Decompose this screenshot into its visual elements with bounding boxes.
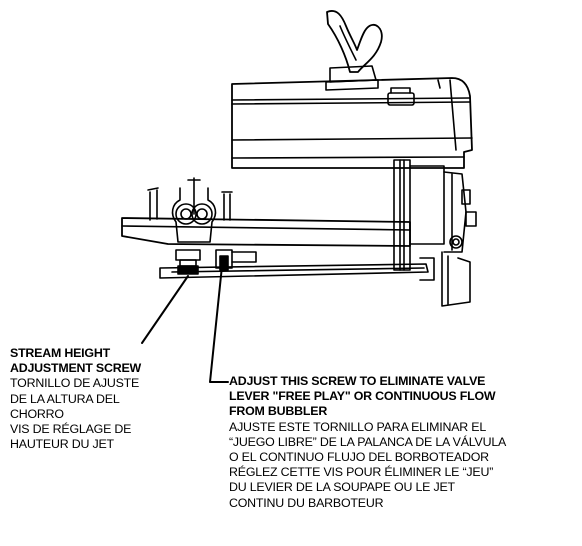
bubbler-nozzle: [171, 177, 217, 243]
free-play-body-line: CONTINU DU BARBOTEUR: [229, 495, 384, 510]
free-play-title-line: FROM BUBBLER: [229, 404, 328, 419]
stream-height-body-line: VIS DE RÉGLAGE DE: [10, 422, 132, 437]
free-play-body-line: “JUEGO LIBRE” DE LA PALANCA DE LA VÁLVUL…: [229, 434, 507, 449]
stream-height-callout: STREAM HEIGHT ADJUSTMENT SCREW TORNILLO …: [10, 346, 141, 452]
free-play-body-line: RÉGLEZ CETTE VIS POUR ÉLIMINER LE “JEU”: [229, 465, 494, 480]
stream-height-body-line: DE LA ALTURA DEL: [10, 391, 120, 406]
free-play-title-line: ADJUST THIS SCREW TO ELIMINATE VALVE: [229, 374, 486, 388]
fountain-housing: [231, 77, 473, 169]
stream-height-title-line: ADJUSTMENT SCREW: [10, 361, 142, 376]
stream-height-body-line: TORNILLO DE AJUSTE: [10, 376, 140, 391]
free-play-body-line: AJUSTE ESTE TORNILLO PARA ELIMINAR EL: [229, 419, 487, 434]
stream-height-body-line: HAUTEUR DU JET: [10, 437, 114, 452]
free-play-title-line: LEVER "FREE PLAY" OR CONTINUOUS FLOW: [229, 389, 496, 404]
bubbler-lever: [326, 10, 383, 73]
valve-body: [393, 159, 477, 307]
support-plate: [121, 187, 411, 247]
free-play-body-line: O EL CONTINUO FLUJO DEL BORBOTEADOR: [229, 450, 489, 465]
stream-height-body-line: CHORRO: [10, 406, 64, 421]
free-play-callout: ADJUST THIS SCREW TO ELIMINATE VALVE LEV…: [229, 374, 506, 511]
adjustment-screws: [175, 249, 257, 275]
valve-rod: [159, 257, 435, 281]
stream-height-title-line: STREAM HEIGHT: [10, 346, 110, 360]
free-play-body-line: DU LEVIER DE LA SOUPAPE OU LE JET: [229, 480, 455, 495]
leader-lines: [141, 265, 229, 383]
